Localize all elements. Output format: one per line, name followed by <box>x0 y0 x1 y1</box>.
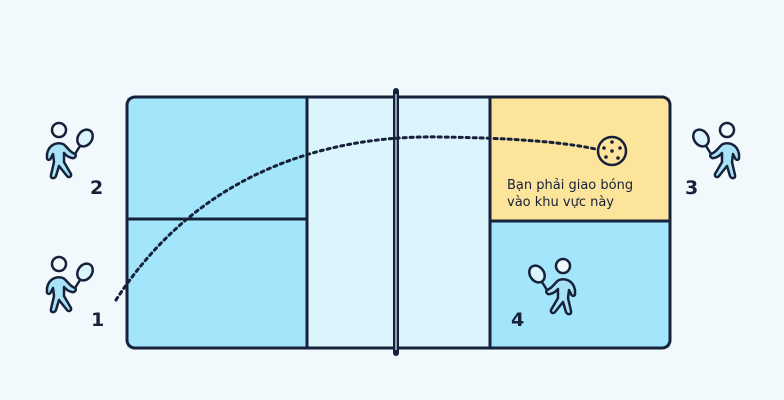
caption-line-1: Bạn phải giao bóng <box>507 178 634 193</box>
player-2-number: 2 <box>90 177 104 199</box>
pickleball-icon <box>596 135 628 167</box>
player-4-number: 4 <box>511 309 525 331</box>
player-1-number: 1 <box>91 309 105 331</box>
left-top-service-box <box>127 97 307 219</box>
left-bottom-service-box <box>127 219 307 348</box>
right-kitchen <box>398 97 490 348</box>
right-top-service-box-highlighted <box>490 97 670 221</box>
serve-path <box>114 135 602 302</box>
serve-target-caption: Bạn phải giao bóng vào khu vực này <box>507 177 633 211</box>
player-1-icon <box>45 255 98 314</box>
player-2-icon <box>45 121 98 180</box>
caption-line-2: vào khu vực này <box>507 195 614 210</box>
player-3-number: 3 <box>685 177 699 199</box>
player-3-icon <box>690 123 739 178</box>
court <box>125 88 672 356</box>
left-kitchen <box>307 97 396 348</box>
right-bottom-service-box <box>490 221 670 348</box>
